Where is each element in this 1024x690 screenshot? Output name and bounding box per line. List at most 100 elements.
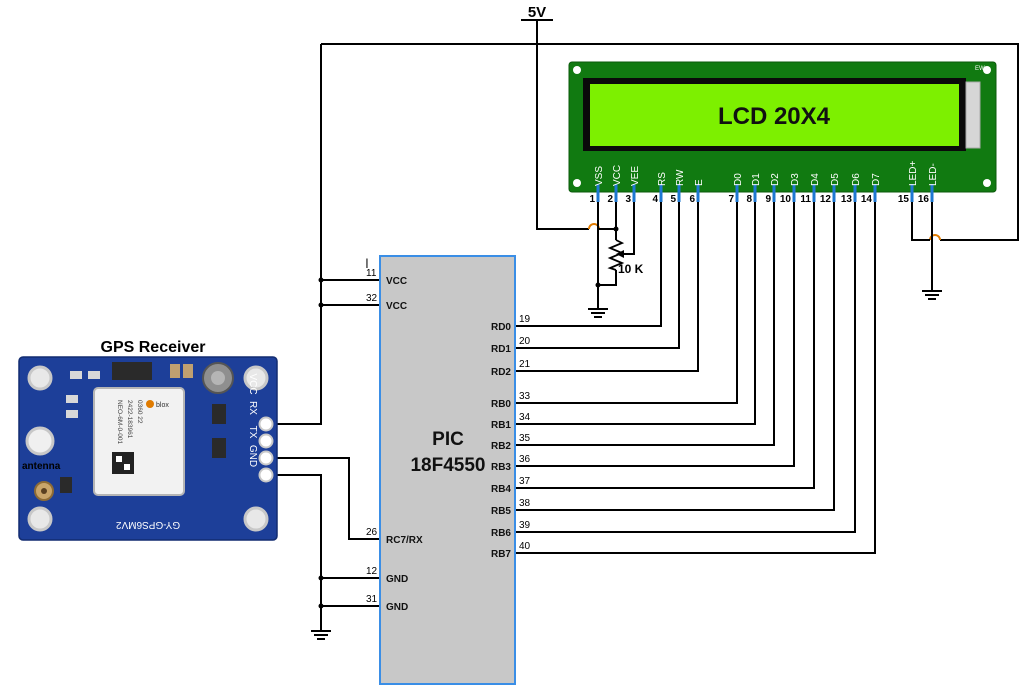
pic-microcontroller: PIC 18F4550 11VCC32VCC26RC7/RX12GND31GND… xyxy=(366,255,531,685)
lcd-pin-label-13: D6 xyxy=(851,173,862,186)
pic-pin-label-rd0: RD0 xyxy=(491,322,511,333)
gps-pin-pad-icon xyxy=(258,450,274,466)
pic-pin-label-rd2: RD2 xyxy=(491,367,511,378)
gps-module-brand: blox xyxy=(156,402,169,409)
lcd-pin-number-8: 8 xyxy=(746,194,752,205)
lcd-pin-group: VSS1VCC2VEE3RS4RW5E6D07D18D29D310D411D51… xyxy=(589,161,939,205)
gps-qr-icon xyxy=(112,452,134,474)
pic-pin-label-vcc: VCC xyxy=(386,301,407,312)
antenna-label: antenna xyxy=(22,461,61,472)
gps-pin-label-vcc: VCC xyxy=(247,373,258,394)
lcd-pin-label-1: VSS xyxy=(594,166,605,186)
pic-pin-number-38: 38 xyxy=(519,498,531,509)
lcd-pin-number-10: 10 xyxy=(780,194,792,205)
gps-pin-label-tx: TX xyxy=(247,426,258,439)
lcd-pin-label-4: RS xyxy=(657,172,668,186)
pot-wiper-arrow xyxy=(616,250,624,258)
gps-pin-label-gnd: GND xyxy=(247,445,258,467)
lcd-pin-label-3: VEE xyxy=(630,166,641,186)
lcd-module: EW LCD 20X4 VSS1VCC2VEE3RS4RW5E6D07D18D2… xyxy=(568,61,997,205)
wire-gps-tx-to-rx xyxy=(275,457,380,540)
wire-rb7-d7 xyxy=(516,202,876,554)
pic-pin-number-39: 39 xyxy=(519,520,531,531)
pic-pin-number-19: 19 xyxy=(519,314,531,325)
pic-pin-label-rb7: RB7 xyxy=(491,549,511,560)
lcd-pin-label-11: D4 xyxy=(810,173,821,186)
lcd-pin-number-9: 9 xyxy=(765,194,771,205)
wire-rb1-d1 xyxy=(516,202,756,425)
pic-pin-number-33: 33 xyxy=(519,391,531,402)
pic-pin-number-34: 34 xyxy=(519,412,531,423)
pic-pin-number-21: 21 xyxy=(519,359,531,370)
gps-module-line: 2422-183961 xyxy=(126,400,133,439)
lcd-pin-number-5: 5 xyxy=(670,194,676,205)
gps-board-text: GY-GPS6MV2 xyxy=(116,519,181,530)
gps-module-line: NEO-6M-0-001 xyxy=(116,400,123,444)
pic-pin-label-rb3: RB3 xyxy=(491,462,511,473)
junctions xyxy=(318,226,619,609)
lcd-pin-number-15: 15 xyxy=(898,194,910,205)
wire-rd2-e xyxy=(516,202,699,372)
mount-hole-icon xyxy=(27,365,53,391)
pic-right-pin-group: RD019RD120RD221RB033RB134RB235RB336RB437… xyxy=(491,314,531,560)
pot-value-label: 10 K xyxy=(618,262,644,276)
lcd-pin-number-13: 13 xyxy=(841,194,853,205)
wire-rb2-d2 xyxy=(516,202,775,446)
gps-pin-group: VCC RX TX GND xyxy=(247,373,274,483)
gps-pin-pad-icon xyxy=(258,433,274,449)
pic-pin-number-40: 40 xyxy=(519,541,531,552)
wire-rb0-d0 xyxy=(516,202,738,404)
lcd-pin-number-2: 2 xyxy=(607,194,613,205)
lcd-pin-label-8: D1 xyxy=(751,173,762,186)
lcd-pin-label-9: D2 xyxy=(770,173,781,186)
wire-rb4-d4 xyxy=(516,202,815,489)
mount-hole-icon xyxy=(243,365,269,391)
pic-pin-label-rb1: RB1 xyxy=(491,420,511,431)
lcd-pin-label-14: D7 xyxy=(871,173,882,186)
wire-vee-wiper xyxy=(624,202,635,255)
lcd-pin-number-11: 11 xyxy=(800,194,811,205)
lcd-corner-mark: EW xyxy=(975,66,985,72)
pic-name-line1: PIC xyxy=(432,429,464,450)
pic-name-line2: 18F4550 xyxy=(410,455,485,476)
wire-rb6-d6 xyxy=(516,202,856,533)
pic-pin-number-37: 37 xyxy=(519,476,531,487)
pic-pin-label-rb5: RB5 xyxy=(491,506,511,517)
gps-pin-pad-icon xyxy=(258,467,274,483)
lcd-pin-number-14: 14 xyxy=(861,194,873,205)
pic-pin-number-31: 31 xyxy=(366,594,378,605)
wire-rd1-rw xyxy=(516,202,680,349)
pic-pin-label-gnd: GND xyxy=(386,574,408,585)
supply-5v-label: 5V xyxy=(528,4,546,21)
pic-pin-label-rc7-rx: RC7/RX xyxy=(386,535,423,546)
lcd-screen xyxy=(590,84,959,146)
pic-pin-number-12: 12 xyxy=(366,566,378,577)
lcd-pin-label-5: RW xyxy=(675,169,686,186)
pic-pin-label-rb4: RB4 xyxy=(491,484,511,495)
wire-lcd-vcc-drop xyxy=(599,202,617,230)
pic-pin-number-35: 35 xyxy=(519,433,531,444)
wire-crossover-led xyxy=(929,234,941,241)
pic-pin-label-rd1: RD1 xyxy=(491,344,511,355)
text-cursor-icon: I xyxy=(365,255,369,271)
wires xyxy=(275,20,1019,630)
gps-pin-label-rx: RX xyxy=(247,401,258,415)
lcd-pin-number-3: 3 xyxy=(625,194,631,205)
pic-pin-number-32: 32 xyxy=(366,293,378,304)
gps-title: GPS Receiver xyxy=(101,339,206,356)
wire-rb5-d5 xyxy=(516,202,835,511)
ground-symbol-lcd-vss xyxy=(588,308,608,318)
lcd-pin-label-10: D3 xyxy=(790,173,801,186)
pic-pin-label-rb2: RB2 xyxy=(491,441,511,452)
ground-symbol-lcd-led xyxy=(922,290,942,300)
pic-pin-number-26: 26 xyxy=(366,527,378,538)
lcd-pin-number-16: 16 xyxy=(918,194,930,205)
gps-chip-icon xyxy=(112,362,152,380)
lcd-pin-number-12: 12 xyxy=(820,194,832,205)
wire-rd0-rs xyxy=(516,202,662,327)
wire-gps-gnd xyxy=(275,474,322,630)
